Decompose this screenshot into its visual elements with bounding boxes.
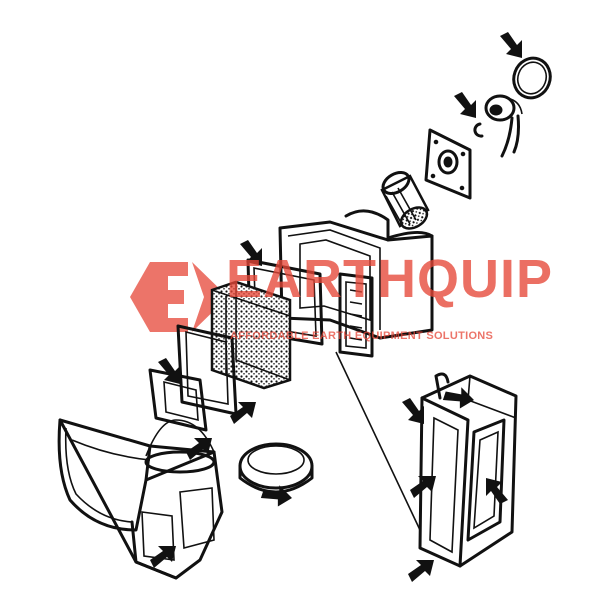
arrow-cartridge-bottom xyxy=(408,560,434,582)
pre-cleaner-housing xyxy=(57,418,224,580)
leader-line xyxy=(335,351,421,531)
panel-filter-element xyxy=(210,280,292,390)
arrow-cartridge-right xyxy=(486,478,508,504)
arrow-gasket-ring xyxy=(500,32,522,58)
mounting-plate xyxy=(424,128,472,200)
motor-with-wires xyxy=(473,94,523,158)
cylindrical-filter xyxy=(380,171,430,230)
arrow-seal-ring xyxy=(258,479,292,514)
arrow-motor xyxy=(454,92,476,118)
filter-holder xyxy=(148,324,238,432)
watermark-brand: EARTHQUIP xyxy=(226,249,554,309)
seal-ring xyxy=(238,442,314,494)
watermark-logo-mark xyxy=(130,262,228,332)
watermark-tagline: AFFORDABLE EARTH EQUIPMENT SOLUTIONS xyxy=(230,330,494,342)
gasket-ring xyxy=(512,56,552,100)
filter-housing xyxy=(278,209,434,358)
